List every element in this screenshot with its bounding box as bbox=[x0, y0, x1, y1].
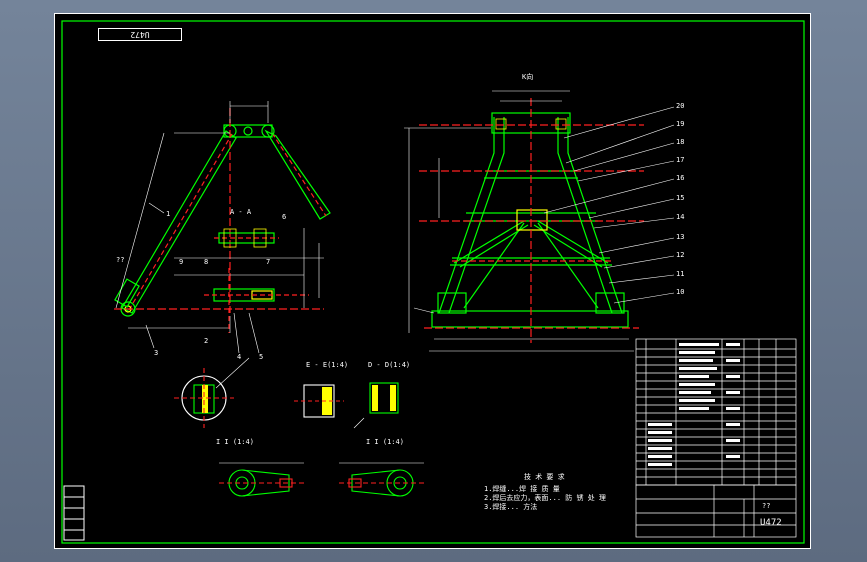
balloon: 16 bbox=[676, 174, 685, 182]
arm-left-center bbox=[128, 133, 233, 311]
balloon: 15 bbox=[676, 194, 685, 202]
detail-ee bbox=[294, 384, 344, 418]
balloon: 5 bbox=[259, 353, 264, 361]
view-label-k: K向 bbox=[522, 73, 534, 81]
balloon: 1 bbox=[166, 210, 171, 218]
tech-req-heading: 技 术 要 求 bbox=[524, 473, 565, 481]
inner-border bbox=[61, 20, 805, 544]
title-block-number: U472 bbox=[760, 518, 782, 528]
drawing-number-stamp: U472 bbox=[98, 28, 182, 41]
balloon: 9 bbox=[179, 258, 184, 266]
tech-req-line-2: 2.焊后去应力，表面... 防 锈 处 理 bbox=[484, 494, 606, 502]
balloon: 4 bbox=[237, 353, 242, 361]
balloon: 7 bbox=[266, 258, 271, 266]
top-pin-right bbox=[261, 124, 275, 138]
section-label-scale-left: I I (1:4) bbox=[216, 438, 254, 446]
diagonal-left bbox=[453, 220, 525, 264]
balloon: 14 bbox=[676, 213, 685, 221]
linkage-arm-view bbox=[114, 101, 331, 354]
centre-plate bbox=[516, 209, 548, 231]
balloon: 17 bbox=[676, 156, 685, 164]
section-label-aa: A - A bbox=[230, 208, 252, 216]
tech-req-line-3: 3.焊接... 方法 bbox=[484, 503, 538, 511]
frame-leg-right bbox=[567, 117, 623, 314]
balloon: 2 bbox=[204, 337, 209, 345]
detail-lever-right bbox=[339, 462, 424, 497]
parts-list-fill bbox=[648, 343, 740, 466]
frame-front-view bbox=[404, 90, 675, 352]
balloon: 18 bbox=[676, 138, 685, 146]
diagonal-right bbox=[537, 220, 609, 264]
section-label-scale-right: I I (1:4) bbox=[366, 438, 404, 446]
section-label-dd: D - D(1:4) bbox=[368, 361, 411, 369]
outer-border bbox=[54, 13, 811, 549]
balloon: 10 bbox=[676, 288, 685, 296]
balloon: 19 bbox=[676, 120, 685, 128]
balloon: 8 bbox=[204, 258, 209, 266]
balloon: 11 bbox=[676, 270, 685, 278]
arm-right-member bbox=[264, 129, 331, 220]
balloon: 20 bbox=[676, 102, 685, 110]
frame-leg-left bbox=[438, 117, 495, 314]
tech-req-line-1: 1.焊缝...焊 接 质 量 bbox=[484, 485, 560, 493]
title-block bbox=[635, 484, 797, 538]
balloon: 6 bbox=[282, 213, 287, 221]
revision-strip bbox=[63, 485, 85, 541]
balloon: 13 bbox=[676, 233, 685, 241]
balloon: 3 bbox=[154, 349, 159, 357]
drawing-sheet: U472 K向 A - A E - E(1:4) D - D(1:4) I I … bbox=[54, 13, 811, 549]
detail-round bbox=[174, 357, 250, 428]
arm-left-member bbox=[121, 130, 237, 314]
balloon: 12 bbox=[676, 251, 685, 259]
detail-dd bbox=[353, 382, 399, 429]
frame-base bbox=[431, 310, 629, 328]
label-questions: ?? bbox=[116, 256, 125, 264]
detail-lever-left bbox=[219, 462, 304, 497]
drawing-canvas bbox=[54, 13, 811, 549]
section-label-ee: E - E(1:4) bbox=[306, 361, 349, 369]
title-block-qty: ?? bbox=[762, 502, 771, 510]
